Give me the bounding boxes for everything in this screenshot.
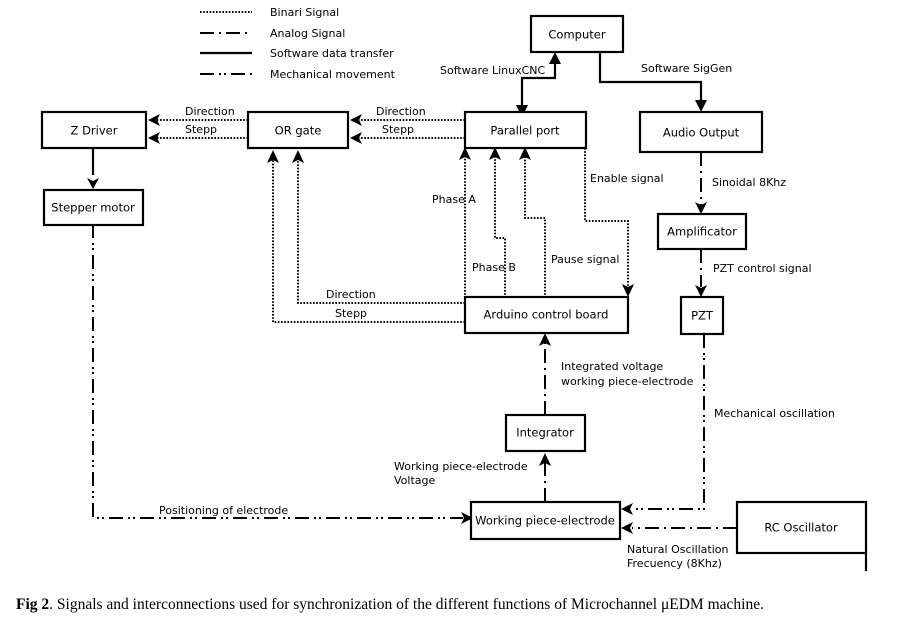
- arrowhead-or-direction: [350, 114, 362, 126]
- arrowhead-phase-b: [489, 147, 501, 160]
- block-pzt-label: PZT: [691, 309, 714, 323]
- arrowhead-or-direction-up: [292, 150, 304, 163]
- block-stepper-motor-label: Stepper motor: [51, 201, 135, 215]
- block-integrator: Integrator: [504, 413, 587, 453]
- arrowhead-amplificator: [695, 202, 707, 214]
- label-stepp-pp-or: Stepp: [382, 123, 414, 136]
- block-stepper-motor: Stepper motor: [42, 188, 145, 227]
- block-or-gate: OR gate: [246, 110, 350, 150]
- block-pzt: PZT: [679, 295, 725, 336]
- block-diagram: Binari Signal Analog Signal Software dat…: [40, 6, 868, 571]
- block-parallel-port-label: Parallel port: [490, 124, 560, 138]
- block-parallel-port: Parallel port: [463, 110, 588, 150]
- arrowhead-phase-a: [459, 147, 471, 160]
- link-arduino-or-direction: [297, 160, 465, 304]
- arrowhead-stepper: [87, 178, 99, 189]
- label-integrated-voltage-1: Integrated voltage: [561, 360, 663, 373]
- block-amplificator: Amplificator: [656, 212, 748, 251]
- block-audio-output: Audio Output: [638, 110, 764, 154]
- link-arduino-pp-pause: [524, 157, 546, 298]
- label-direction-arduino-or: Direction: [326, 288, 376, 301]
- label-stepp-arduino-or: Stepp: [335, 307, 367, 320]
- arrowhead-working-piece-rc: [621, 522, 633, 534]
- label-pause-signal: Pause signal: [551, 253, 619, 266]
- arrowhead-zdriver-direction: [148, 114, 160, 126]
- arrowhead-arduino: [539, 333, 551, 346]
- label-natural-osc-1: Natural Oscillation: [627, 543, 729, 556]
- link-pzt-working-piece: [632, 334, 705, 510]
- label-direction-pp-or: Direction: [376, 105, 426, 118]
- arrowhead-pause: [519, 147, 531, 160]
- block-z-driver: Z Driver: [40, 110, 148, 150]
- legend-mechanical-label: Mechanical movement: [270, 68, 396, 81]
- block-working-piece-label: Working piece-electrode: [475, 514, 615, 528]
- label-wp-voltage-1: Working piece-electrode: [394, 460, 528, 473]
- link-arduino-pp-phase-b: [494, 157, 506, 298]
- label-software-siggen: Software SigGen: [641, 62, 732, 75]
- arrowhead-working-piece-positioning: [461, 512, 473, 524]
- arrowhead-integrator: [539, 453, 551, 466]
- block-or-gate-label: OR gate: [275, 124, 322, 138]
- link-computer-parallel-port: [520, 60, 557, 108]
- caption-prefix: Fig 2: [16, 596, 50, 613]
- arrowhead-pzt: [695, 285, 707, 297]
- link-computer-audio-output: [598, 52, 703, 104]
- label-positioning: Positioning of electrode: [159, 504, 288, 517]
- label-pzt-control: PZT control signal: [713, 262, 812, 275]
- label-enable-signal: Enable signal: [590, 172, 664, 185]
- arrowhead-or-stepp-up: [267, 150, 279, 163]
- label-direction-or-z: Direction: [185, 105, 235, 118]
- legend-binary-label: Binari Signal: [270, 6, 339, 19]
- arrowhead-or-stepp: [350, 132, 362, 144]
- legend: Binari Signal Analog Signal Software dat…: [200, 6, 396, 81]
- arrowhead-zdriver-stepp: [148, 132, 160, 144]
- label-phase-b: Phase B: [472, 261, 516, 274]
- label-mechanical-oscillation: Mechanical oscillation: [714, 407, 835, 420]
- link-pp-arduino-enable: [584, 148, 629, 287]
- label-phase-a: Phase A: [432, 193, 476, 206]
- label-stepp-or-z: Stepp: [185, 123, 217, 136]
- figure-caption: Fig 2. Signals and interconnections used…: [16, 596, 905, 614]
- link-stepper-working-piece: [92, 224, 463, 519]
- block-integrator-label: Integrator: [516, 426, 574, 440]
- block-working-piece: Working piece-electrode: [469, 500, 622, 541]
- link-arduino-or-stepp: [272, 160, 465, 323]
- block-computer-label: Computer: [548, 28, 605, 42]
- block-z-driver-label: Z Driver: [71, 124, 118, 138]
- arrowhead-working-piece-pzt: [621, 503, 633, 515]
- block-audio-output-label: Audio Output: [663, 126, 740, 140]
- caption-text: . Signals and interconnections used for …: [49, 596, 764, 613]
- label-software-linuxcnc: Software LinuxCNC: [440, 64, 546, 77]
- label-wp-voltage-2: Voltage: [394, 474, 435, 487]
- arrowhead-audio-output: [695, 100, 707, 112]
- block-rc-oscillator-label: RC Oscillator: [764, 521, 838, 535]
- arrowhead-computer: [549, 52, 561, 64]
- block-rc-oscillator: RC Oscillator: [735, 500, 868, 555]
- block-arduino-label: Arduino control board: [484, 308, 609, 322]
- block-computer: Computer: [529, 14, 625, 54]
- block-amplificator-label: Amplificator: [667, 225, 737, 239]
- label-integrated-voltage-2: working piece-electrode: [561, 375, 694, 388]
- legend-analog-label: Analog Signal: [270, 27, 345, 40]
- label-sinoidal: Sinoidal 8Khz: [712, 176, 786, 189]
- block-arduino: Arduino control board: [463, 295, 630, 335]
- label-natural-osc-2: Frecuency (8Khz): [627, 557, 722, 570]
- arrowhead-enable: [622, 284, 634, 297]
- legend-software-label: Software data transfer: [270, 47, 394, 60]
